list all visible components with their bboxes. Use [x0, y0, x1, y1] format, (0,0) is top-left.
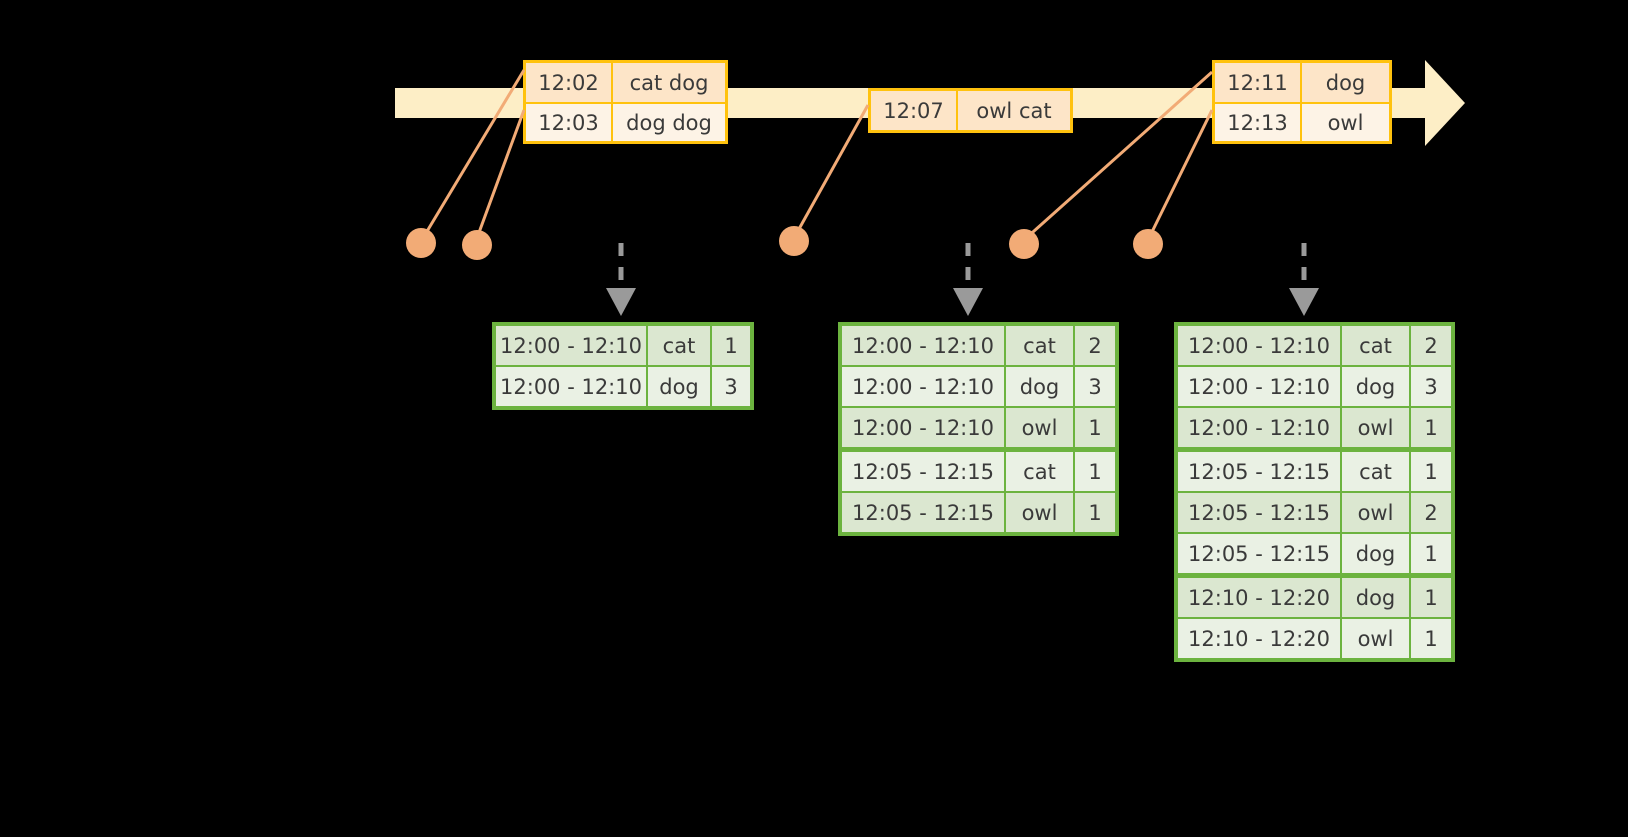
cell-word: cat — [1006, 452, 1073, 491]
cell-window: 12:10 - 12:20 — [1178, 578, 1340, 617]
cell-count: 1 — [1075, 408, 1115, 447]
cell-count: 1 — [1075, 493, 1115, 532]
event-dot[interactable] — [1133, 229, 1163, 259]
emit-arrow-heads — [606, 288, 1319, 316]
event-dots — [406, 226, 1163, 260]
event-row[interactable]: 12:11 dog — [1215, 63, 1389, 102]
event-time: 12:03 — [526, 104, 613, 141]
cell-count: 2 — [1411, 493, 1451, 532]
cell-word: owl — [1006, 408, 1073, 447]
event-time: 12:13 — [1215, 104, 1302, 141]
cell-count: 3 — [1411, 367, 1451, 406]
event-dot[interactable] — [462, 230, 492, 260]
cell-window: 12:00 - 12:10 — [842, 408, 1004, 447]
event-time: 12:11 — [1215, 63, 1302, 102]
event-words: owl — [1302, 104, 1389, 141]
event-group-2[interactable]: 12:07 owl cat — [868, 88, 1073, 133]
event-row[interactable]: 12:13 owl — [1215, 102, 1389, 141]
event-dot[interactable] — [406, 228, 436, 258]
event-words: owl cat — [958, 91, 1070, 130]
event-row[interactable]: 12:02 cat dog — [526, 63, 725, 102]
cell-window: 12:05 - 12:15 — [842, 452, 1004, 491]
cell-window: 12:00 - 12:10 — [496, 326, 646, 365]
cell-window: 12:05 - 12:15 — [1178, 452, 1340, 491]
cell-count: 3 — [712, 367, 750, 406]
cell-word: dog — [648, 367, 710, 406]
cell-window: 12:00 - 12:10 — [496, 367, 646, 406]
timeline-arrow-head-icon — [1425, 60, 1465, 146]
cell-window: 12:05 - 12:15 — [1178, 534, 1340, 573]
cell-word: cat — [1342, 452, 1409, 491]
cell-window: 12:00 - 12:10 — [842, 367, 1004, 406]
cell-count: 1 — [1411, 578, 1451, 617]
event-row[interactable]: 12:03 dog dog — [526, 102, 725, 141]
event-time: 12:07 — [871, 91, 958, 130]
cell-word: cat — [1342, 326, 1409, 365]
event-words: cat dog — [613, 63, 725, 102]
event-time: 12:02 — [526, 63, 613, 102]
emit-arrow-2-head-icon — [953, 288, 983, 316]
cell-count: 1 — [712, 326, 750, 365]
cell-window: 12:00 - 12:10 — [842, 326, 1004, 365]
cell-word: owl — [1342, 493, 1409, 532]
cell-window: 12:00 - 12:10 — [1178, 326, 1340, 365]
cell-word: dog — [1342, 367, 1409, 406]
emit-arrows — [618, 243, 1307, 290]
event-words: dog — [1302, 63, 1389, 102]
cell-count: 2 — [1411, 326, 1451, 365]
cell-count: 2 — [1075, 326, 1115, 365]
cell-window: 12:00 - 12:10 — [1178, 408, 1340, 447]
cell-word: dog — [1342, 578, 1409, 617]
event-group-1[interactable]: 12:02 cat dog 12:03 dog dog — [523, 60, 728, 144]
cell-count: 1 — [1411, 619, 1451, 658]
cell-window: 12:10 - 12:20 — [1178, 619, 1340, 658]
cell-word: owl — [1342, 408, 1409, 447]
cell-word: owl — [1342, 619, 1409, 658]
cell-word: cat — [648, 326, 710, 365]
cell-word: cat — [1006, 326, 1073, 365]
cell-count: 1 — [1411, 452, 1451, 491]
cell-count: 1 — [1411, 408, 1451, 447]
event-words: dog dog — [613, 104, 725, 141]
cell-count: 1 — [1411, 534, 1451, 573]
cell-word: dog — [1342, 534, 1409, 573]
cell-count: 3 — [1075, 367, 1115, 406]
cell-count: 1 — [1075, 452, 1115, 491]
event-group-3[interactable]: 12:11 dog 12:13 owl — [1212, 60, 1392, 144]
cell-window: 12:05 - 12:15 — [1178, 493, 1340, 532]
cell-word: owl — [1006, 493, 1073, 532]
cell-window: 12:00 - 12:10 — [1178, 367, 1340, 406]
cell-window: 12:05 - 12:15 — [842, 493, 1004, 532]
event-row[interactable]: 12:07 owl cat — [871, 91, 1070, 130]
cell-word: dog — [1006, 367, 1073, 406]
event-dot[interactable] — [1009, 229, 1039, 259]
emit-arrow-1-head-icon — [606, 288, 636, 316]
emit-arrow-3-head-icon — [1289, 288, 1319, 316]
event-dot[interactable] — [779, 226, 809, 256]
